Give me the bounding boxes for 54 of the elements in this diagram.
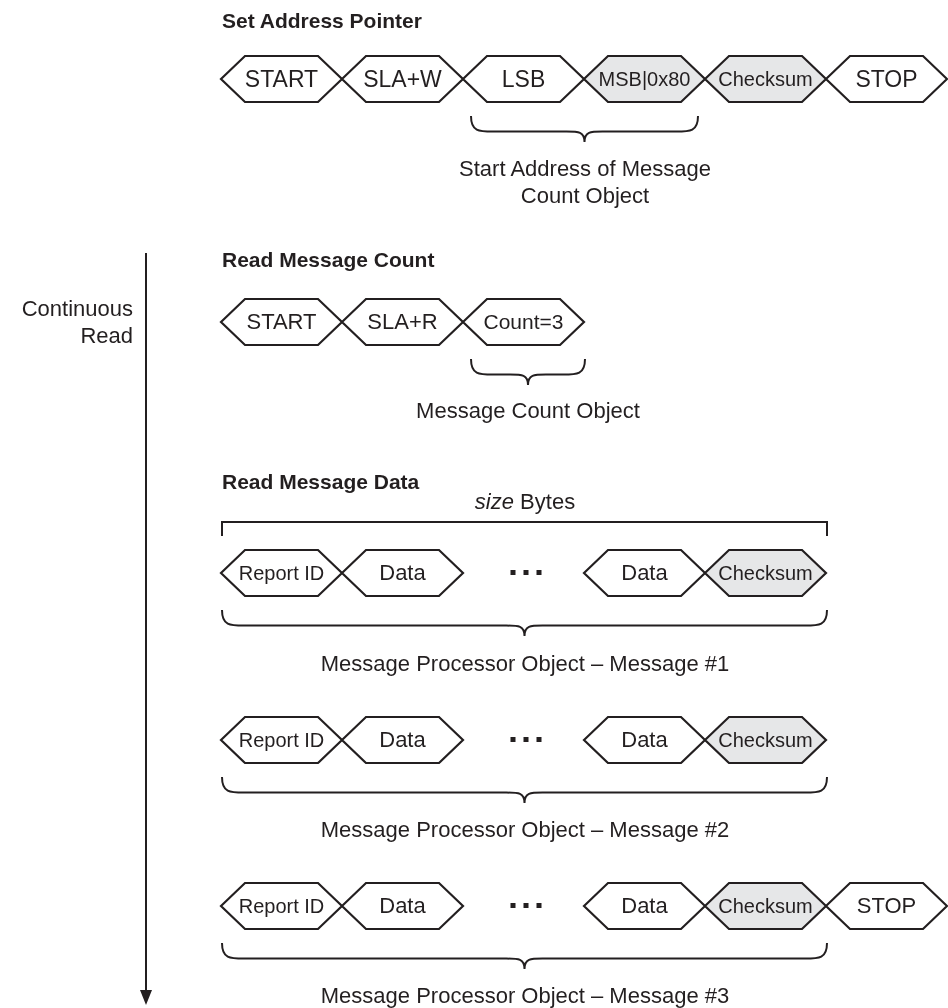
annotation-label: Message Processor Object – Message #3 [320, 981, 730, 1008]
field-label: SLA+W [362, 65, 443, 94]
packet-field-hexagon [584, 883, 705, 929]
packet-field-hexagon [221, 883, 342, 929]
packet-field-hexagon [342, 883, 463, 929]
field-label: Data [378, 892, 427, 920]
field-label: Report ID [237, 561, 326, 586]
annotation-label: Message Processor Object – Message #2 [320, 815, 730, 843]
packet-field-hexagon [342, 299, 463, 345]
axis-label: Continuous Read [20, 294, 133, 349]
packet-field-hexagon [584, 56, 705, 102]
section-heading: Read Message Data [222, 468, 420, 495]
annotation-label: Message Processor Object – Message #1 [320, 649, 730, 677]
field-label: Data [620, 559, 669, 587]
packet-field-hexagon [826, 883, 947, 929]
annotation-label: size Bytes [474, 487, 576, 515]
packet-field-hexagon [221, 299, 342, 345]
section-heading: Set Address Pointer [222, 7, 422, 34]
field-label: Checksum [717, 728, 814, 753]
packet-field-hexagon [342, 717, 463, 763]
packet-field-hexagon [584, 717, 705, 763]
packet-field-hexagon [705, 883, 826, 929]
field-label: LSB [500, 65, 547, 94]
field-label: Data [620, 892, 669, 920]
packet-field-hexagon [705, 550, 826, 596]
packet-field-hexagon [342, 550, 463, 596]
field-label: START [245, 308, 318, 336]
field-label: Checksum [717, 67, 814, 92]
packet-field-hexagon [826, 56, 947, 102]
packet-field-hexagon [342, 56, 463, 102]
field-label: Data [620, 726, 669, 754]
packet-field-hexagon [584, 550, 705, 596]
field-label: MSB|0x80 [597, 67, 692, 92]
packet-field-hexagon [221, 717, 342, 763]
field-label: Checksum [717, 561, 814, 586]
annotation-label: Message Count Object [416, 396, 640, 424]
field-label: Checksum [717, 894, 814, 919]
field-label: Report ID [237, 894, 326, 919]
packet-field-hexagon [221, 56, 342, 102]
field-label: Count=3 [482, 309, 565, 335]
field-label: Data [378, 726, 427, 754]
field-label: STOP [855, 892, 918, 920]
section-heading: Read Message Count [222, 246, 435, 273]
field-label: Data [378, 559, 427, 587]
field-label: START [243, 65, 320, 94]
packet-field-hexagon [705, 717, 826, 763]
annotation-label: Start Address of Message Count Object [458, 154, 712, 209]
packet-field-hexagon [221, 550, 342, 596]
field-label: Report ID [237, 728, 326, 753]
packet-field-hexagon [463, 56, 584, 102]
packet-field-hexagon [463, 299, 584, 345]
field-label: STOP [854, 65, 919, 94]
field-label: SLA+R [366, 308, 439, 336]
packet-field-hexagon [705, 56, 826, 102]
